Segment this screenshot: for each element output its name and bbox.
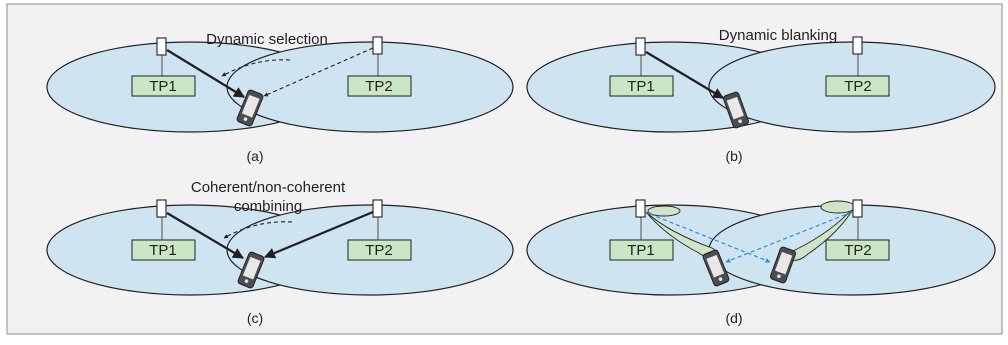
interference-arrow [725,211,853,263]
mobile-phone-icon [237,251,265,289]
antenna-icon [372,36,383,55]
panel-caption: (b) [725,148,742,164]
interference-arrow [263,47,374,97]
serving-signal-arrow [645,51,724,99]
antenna-icon [635,199,646,218]
panel-label: Coherent/non-coherent [191,179,346,196]
tp1-label: TP1 [149,78,177,95]
tp1-label: TP1 [149,242,177,259]
tp1-label: TP1 [627,242,655,259]
tp1-site: TP1 [131,37,196,97]
antenna-icon [635,37,646,56]
panel-label: Dynamic blanking [719,27,837,44]
beam-sidelobe-tp2 [820,200,856,214]
antenna-icon [852,36,863,55]
tp2-site: TP2 [825,199,890,261]
feedback-arrow [221,59,291,77]
serving-signal-arrow [166,49,245,98]
tp1-site: TP1 [609,199,674,261]
antenna-icon [852,199,863,218]
tp2-label: TP2 [844,242,872,259]
tp2-label: TP2 [844,78,872,95]
mobile-phone-icon [236,89,264,127]
panel-caption: (a) [246,148,263,164]
tp1-label: TP1 [627,78,655,95]
interference-arrow [649,213,771,263]
mobile-phone-icon [702,249,730,287]
panel-a: TP1 TP2 Dynamic selection (a) [46,31,514,164]
antenna-icon [156,199,167,218]
beam-sidelobe-tp1 [647,205,681,217]
tp2-site: TP2 [825,36,890,97]
panel-label: Dynamic selection [206,31,328,48]
tp2-site: TP2 [347,36,412,97]
panel-c: TP1 TP2 Coherent/non-coherent combining … [46,179,514,326]
antenna-icon [372,199,383,218]
joint-signal-arrow [263,210,374,259]
tp1-site: TP1 [609,37,674,97]
mobile-phone-icon [770,246,796,284]
feedback-arrow [223,221,293,239]
antenna-icon [156,37,167,56]
mobile-phone-icon [723,91,749,129]
tp2-label: TP2 [365,78,393,95]
panel-b: TP1 TP2 Dynamic blanking (b) [526,27,996,164]
panel-caption: (d) [725,310,742,326]
joint-signal-arrow [166,212,244,259]
panel-d: TP1 TP2 (d) [526,199,996,326]
tp2-label: TP2 [365,242,393,259]
tp1-site: TP1 [131,199,196,261]
panel-caption: (c) [247,310,263,326]
tp2-site: TP2 [347,199,412,261]
panel-label: combining [234,198,302,215]
